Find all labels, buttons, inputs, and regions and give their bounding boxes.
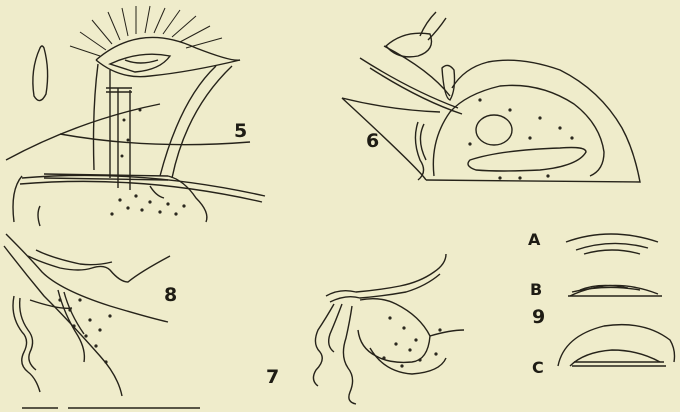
figure-9-label: 9 <box>532 308 545 327</box>
figure-5-stippling <box>111 109 185 215</box>
figure-9a-drawing <box>566 234 658 254</box>
figure-8-drawing <box>4 234 200 408</box>
figure-9-sublabel-b: B <box>530 282 542 298</box>
figure-9-sublabel-c: C <box>532 360 544 376</box>
figure-9-sublabel-a: A <box>528 232 540 248</box>
figure-9b-drawing <box>568 285 662 296</box>
figure-7-drawing <box>313 254 464 404</box>
figure-6-label: 6 <box>366 132 379 151</box>
figure-8-label: 8 <box>164 286 177 305</box>
figure-7-label: 7 <box>266 368 279 387</box>
figure-9c-drawing <box>558 325 675 366</box>
figure-6-drawing <box>342 12 640 182</box>
figure-5-drawing <box>6 6 265 226</box>
figure-7-stippling <box>383 317 441 367</box>
figure-5-label: 5 <box>234 122 247 141</box>
